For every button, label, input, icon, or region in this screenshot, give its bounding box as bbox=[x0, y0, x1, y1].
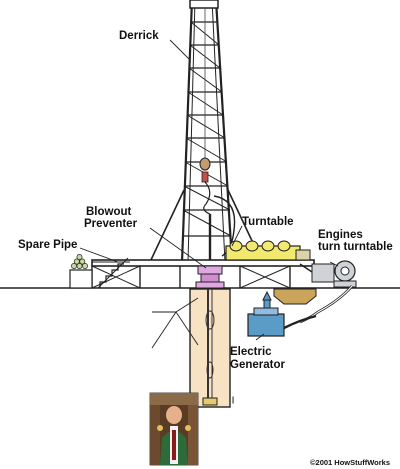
driller-photo bbox=[149, 392, 199, 466]
label-engines-line2: turn turntable bbox=[318, 241, 393, 253]
label-spare-pipe: Spare Pipe bbox=[18, 239, 77, 251]
spare-pipe-rack bbox=[69, 254, 130, 289]
derrick-tower bbox=[149, 0, 263, 263]
label-blowout-line2: Preventer bbox=[84, 218, 138, 230]
engines bbox=[299, 260, 357, 288]
depth-marker: | bbox=[232, 395, 234, 404]
borehole bbox=[189, 288, 231, 408]
label-turntable: Turntable bbox=[242, 216, 294, 228]
leader-lines bbox=[79, 39, 339, 349]
label-engines-line1: Engines bbox=[318, 229, 363, 241]
traveling-block bbox=[199, 8, 212, 262]
drill-bit bbox=[202, 397, 218, 406]
electric-generator bbox=[247, 290, 317, 337]
label-blowout-line1: Blowout bbox=[86, 206, 132, 218]
label-generator-line2: Generator bbox=[230, 359, 285, 371]
label-generator-line1: Electric bbox=[230, 346, 272, 358]
copyright-notice: ©2001 HowStuffWorks bbox=[310, 458, 390, 467]
label-derrick: Derrick bbox=[119, 30, 159, 42]
turntable-machine bbox=[225, 240, 311, 261]
blowout-preventer bbox=[195, 265, 225, 289]
